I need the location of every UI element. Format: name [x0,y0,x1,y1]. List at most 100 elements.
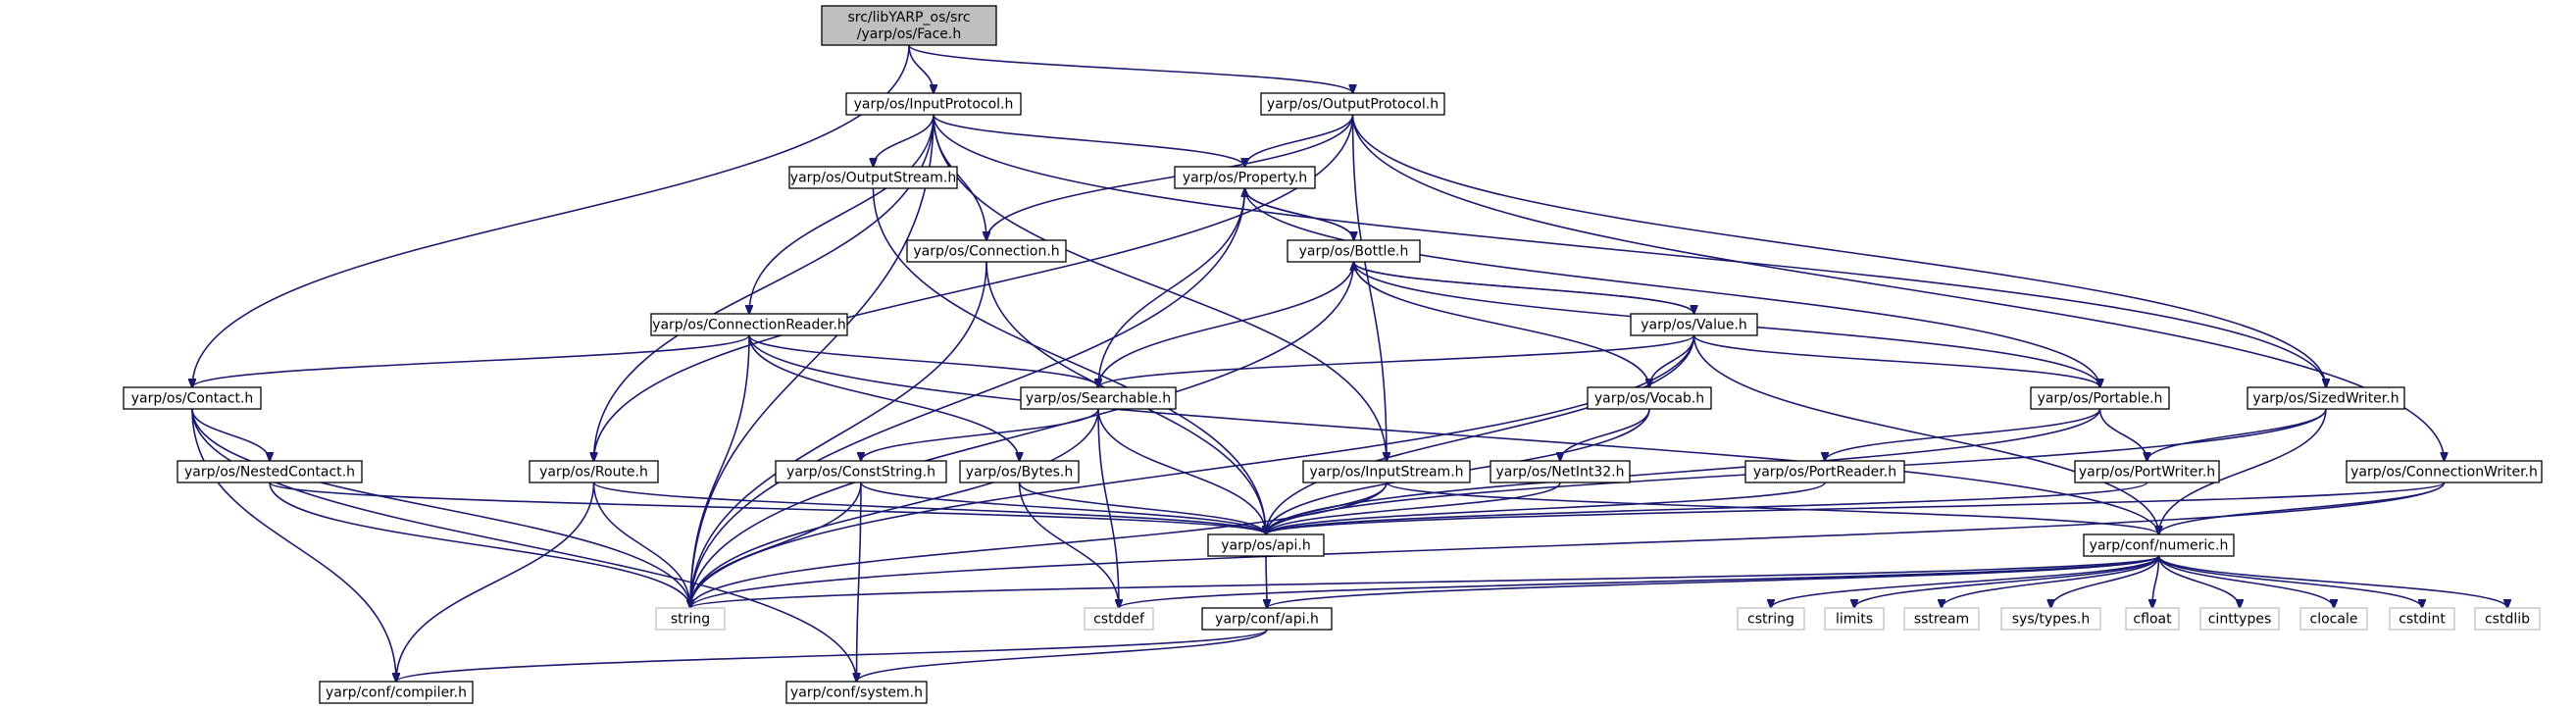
node-nestedcontact[interactable]: yarp/os/NestedContact.h [177,460,363,483]
node-portwriter[interactable]: yarp/os/PortWriter.h [2074,460,2220,483]
node-contact[interactable]: yarp/os/Contact.h [123,386,262,410]
edge-inputprotocol-to-connectionreader [749,114,934,314]
edge-connectionreader-to-contact [192,334,750,387]
node-label-cfloat: cfloat [2133,612,2172,628]
edge-connectionreader-to-searchable [748,334,1098,387]
node-cstddef: cstddef [1084,607,1154,631]
node-label-contact: yarp/os/Contact.h [131,391,254,407]
node-netint32[interactable]: yarp/os/NetInt32.h [1490,460,1631,483]
node-searchable[interactable]: yarp/os/Searchable.h [1020,386,1177,410]
edge-value-to-searchable [1098,334,1695,387]
edge-searchable-to-conststring [861,408,1099,461]
node-label-face: /yarp/os/Face.h [857,26,962,42]
node-box-nestedcontact [177,460,363,483]
node-box-sizedwriter [2247,386,2405,410]
node-bytes[interactable]: yarp/os/Bytes.h [959,460,1080,483]
node-inputprotocol[interactable]: yarp/os/InputProtocol.h [845,92,1022,116]
node-box-searchable [1020,386,1177,410]
edge-connectionreader-to-bytes [748,334,1020,461]
node-label-bottle: yarp/os/Bottle.h [1299,244,1409,260]
node-label-cstdint: cstdint [2399,612,2446,628]
node-conststring[interactable]: yarp/os/ConstString.h [775,460,947,483]
edge-numeric-to-limits [1854,555,2160,608]
node-connectionreader[interactable]: yarp/os/ConnectionReader.h [650,313,848,336]
edge-route-to-string [592,482,691,608]
node-label-cstring: cstring [1747,612,1794,628]
edge-conststring-to-string [690,482,862,608]
node-sizedwriter[interactable]: yarp/os/SizedWriter.h [2247,386,2405,410]
node-route[interactable]: yarp/os/Route.h [529,460,659,483]
edge-contact-to-nestedcontact [191,408,270,461]
node-bottle[interactable]: yarp/os/Bottle.h [1287,239,1421,263]
edge-portwriter-to-api [1266,482,2148,534]
edge-searchable-to-api [1097,408,1266,534]
node-label-sstream: sstream [1914,612,1969,628]
node-box-clocale [2299,607,2368,631]
node-label-numeric: yarp/conf/numeric.h [2090,538,2229,554]
node-box-vocab [1587,386,1712,410]
node-box-outputstream [788,166,958,189]
node-label-compiler: yarp/conf/compiler.h [326,685,467,701]
node-label-systypes: sys/types.h [2012,612,2090,628]
edge-numeric-to-clocale [2157,555,2335,608]
node-label-connectionreader: yarp/os/ConnectionReader.h [652,318,846,333]
node-connection[interactable]: yarp/os/Connection.h [906,239,1067,263]
node-connectionwriter[interactable]: yarp/os/ConnectionWriter.h [2346,460,2543,483]
edge-numeric-to-systypes [2051,555,2160,608]
node-value[interactable]: yarp/os/Value.h [1630,313,1758,336]
node-box-connection [906,239,1067,263]
node-face[interactable]: src/libYARP_os/src/yarp/os/Face.h [821,5,997,46]
edge-route-to-api [592,482,1267,534]
node-label-nestedcontact: yarp/os/NestedContact.h [184,465,355,481]
edge-property-to-searchable [1098,187,1246,387]
edge-outputprotocol-to-sizedwriter [1351,114,2327,387]
edge-netint32-to-api [1266,482,1561,534]
node-outputprotocol[interactable]: yarp/os/OutputProtocol.h [1260,92,1445,116]
node-box-cinttypes [2199,607,2280,631]
node-portreader[interactable]: yarp/os/PortReader.h [1744,460,1905,483]
node-sstream: sstream [1903,607,1980,631]
node-cinttypes: cinttypes [2199,607,2280,631]
node-api[interactable]: yarp/os/api.h [1207,533,1325,557]
node-system[interactable]: yarp/conf/system.h [785,681,928,704]
edge-connectionwriter-to-api [1266,482,2446,534]
node-box-limits [1824,607,1885,631]
node-label-portwriter: yarp/os/PortWriter.h [2079,465,2215,481]
edge-route-to-compiler [396,482,595,682]
node-vocab[interactable]: yarp/os/Vocab.h [1587,386,1712,410]
node-confapi[interactable]: yarp/conf/api.h [1201,607,1333,631]
edge-numeric-to-cinttypes [2157,555,2241,608]
node-numeric[interactable]: yarp/conf/numeric.h [2083,533,2235,557]
edge-face-to-outputprotocol [908,44,1353,93]
node-outputstream[interactable]: yarp/os/OutputStream.h [788,166,958,189]
node-label-cstddef: cstddef [1093,612,1145,628]
node-box-system [785,681,928,704]
node-property[interactable]: yarp/os/Property.h [1174,166,1316,189]
node-inputstream[interactable]: yarp/os/InputStream.h [1302,460,1471,483]
edge-bottle-to-property [1245,188,1355,241]
node-label-face: src/libYARP_os/src [847,10,970,25]
node-label-cstdlib: cstdlib [2485,612,2530,628]
edge-sizedwriter-to-numeric [2159,408,2327,534]
node-portable[interactable]: yarp/os/Portable.h [2030,386,2170,410]
edge-sizedwriter-to-portwriter [2147,408,2327,461]
node-box-outputprotocol [1260,92,1445,116]
edge-outputstream-to-api [872,187,1267,534]
node-label-system: yarp/conf/system.h [790,685,923,701]
node-box-confapi [1201,607,1333,631]
node-cstring: cstring [1737,607,1805,631]
edge-inputprotocol-to-property [933,114,1245,167]
edge-numeric-to-cfloat [2152,555,2160,608]
node-label-inputstream: yarp/os/InputStream.h [1309,465,1463,481]
node-box-inputstream [1302,460,1471,483]
edge-nestedcontact-to-string [269,482,690,608]
node-label-connection: yarp/os/Connection.h [913,244,1059,260]
edge-connectionreader-to-string [690,334,750,608]
node-label-sizedwriter: yarp/os/SizedWriter.h [2252,391,2399,407]
edge-confapi-to-system [857,629,1268,682]
node-compiler[interactable]: yarp/conf/compiler.h [319,681,474,704]
edge-property-to-portable [1243,187,2100,387]
node-label-portreader: yarp/os/PortReader.h [1753,465,1896,481]
dependency-edges [191,44,2507,682]
